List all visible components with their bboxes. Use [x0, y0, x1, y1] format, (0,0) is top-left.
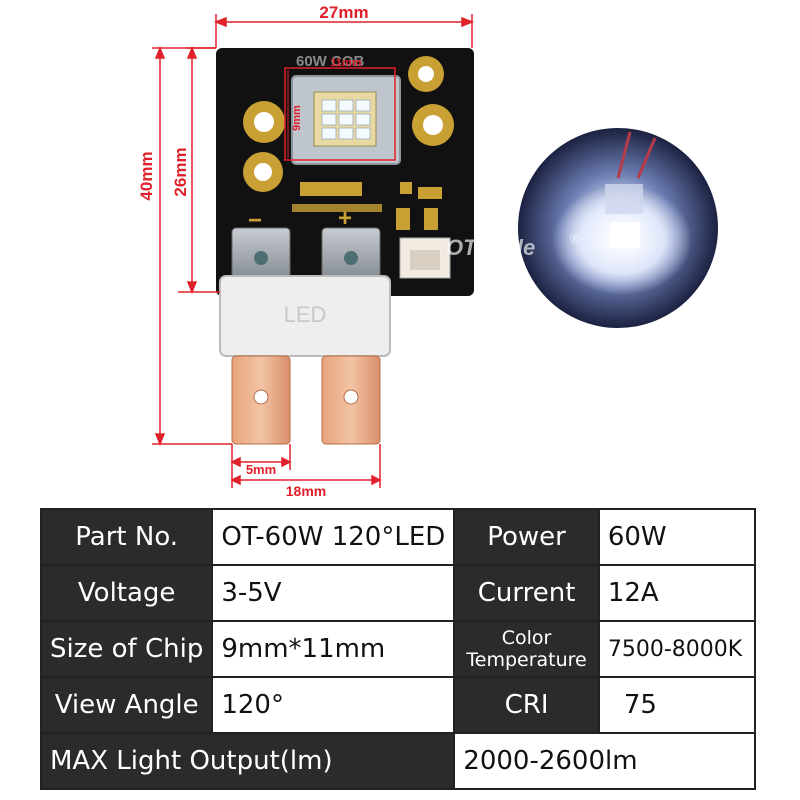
board-silkscreen: 60W COB	[296, 53, 365, 70]
spec-value: 3-5V	[211, 564, 456, 622]
spec-value: 120°	[211, 676, 456, 734]
photo-registered-mark: ®	[570, 231, 580, 246]
spec-key-line: Temperature	[466, 649, 587, 671]
spec-key: Current	[453, 564, 600, 622]
minus-sign: −	[248, 207, 262, 234]
spec-key: CRI	[453, 676, 600, 734]
spec-row: Part No. OT-60W 120°LED Power 60W	[39, 508, 757, 566]
dim-chip-height: 9mm	[291, 105, 303, 131]
led-connector: LED	[219, 275, 391, 357]
spec-key: Part No.	[39, 508, 214, 566]
led-module-diagram: 60W COB − + LED	[137, 3, 718, 499]
spec-value: 7500-8000K	[597, 620, 757, 678]
max-light-value: 2000-2600lm	[463, 746, 638, 776]
dim-terminal-width: 5mm	[246, 462, 276, 477]
dim-width-top: 27mm	[319, 3, 368, 22]
spec-key: View Angle	[39, 676, 214, 734]
dim-terminal-span: 18mm	[286, 483, 326, 499]
spec-value: 9mm*11mm	[211, 620, 456, 678]
spec-key: MAX Light Output(lm)	[39, 732, 456, 790]
spec-row: MAX Light Output(lm) 2000-2600lm	[39, 732, 756, 790]
dimension-lines	[152, 14, 475, 488]
blade-terminals	[231, 355, 381, 445]
terminal-clamps	[231, 227, 381, 285]
spec-value: OT-60W 120°LED	[211, 508, 456, 566]
spec-table: Part No. OT-60W 120°LED Power 60W Voltag…	[39, 508, 757, 790]
spec-value: 60W	[597, 508, 757, 566]
spec-key: Power	[453, 508, 600, 566]
spec-value: 75	[597, 676, 757, 734]
dim-height-total: 40mm	[137, 151, 156, 200]
photo-watermark: OTdiode	[446, 235, 535, 260]
dim-height-board: 26mm	[171, 147, 190, 196]
svg-text:LED: LED	[284, 302, 327, 327]
dim-chip-width: 11mm	[330, 57, 361, 69]
spec-row: Voltage 3-5V Current 12A	[39, 564, 757, 622]
spec-key-line: Color	[501, 627, 552, 649]
spec-key: Voltage	[39, 564, 214, 622]
spec-value: 12A	[597, 564, 757, 622]
led-die-array	[321, 99, 371, 140]
spec-key: Size of Chip	[39, 620, 214, 678]
lit-led-photo: OTdiode ®	[446, 128, 718, 328]
spec-row: View Angle 120° CRI 75	[39, 676, 757, 734]
spec-value: 2000-2600lm	[453, 732, 756, 790]
max-light-label: MAX Light Output(lm)	[50, 746, 333, 776]
plus-sign: +	[338, 205, 352, 232]
